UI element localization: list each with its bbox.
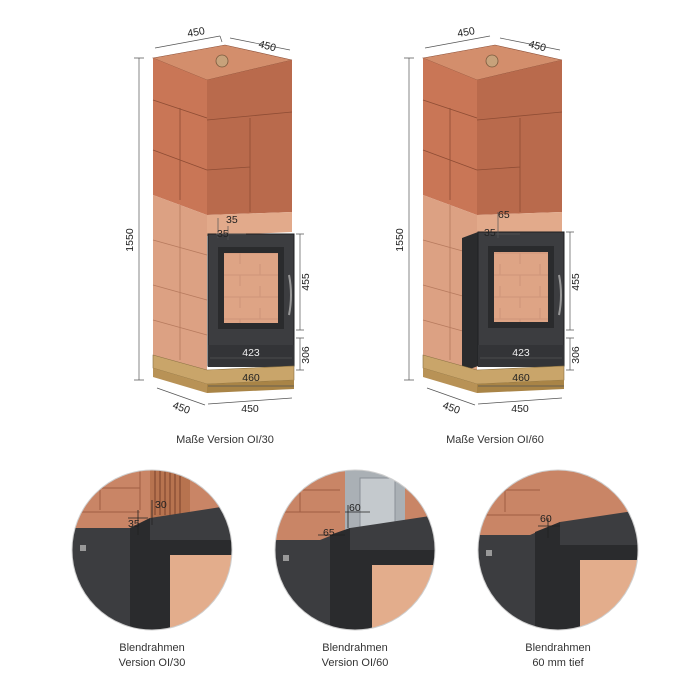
door-handle [288, 274, 292, 316]
detail-caption-60mm-line2: 60 mm tief [532, 657, 584, 669]
detail-60mm-dim-a: 60 [540, 513, 552, 525]
dim-door-width-2: 460 [512, 372, 530, 384]
stove-front-face-upper [207, 60, 292, 215]
detail-caption-60mm: Blendrahmen 60 mm tief [498, 641, 618, 671]
dim-top-width-1: 450 [186, 25, 205, 40]
stove-oi60-drawing [421, 44, 565, 393]
dim-base-width-1: 450 [241, 403, 259, 415]
flue-connector-icon [215, 54, 229, 68]
stove-oi30-drawing [151, 44, 295, 393]
dim-top-depth-2: 450 [527, 38, 547, 54]
dim-bottom-height-1: 306 [300, 346, 312, 364]
detail-60mm [478, 470, 638, 630]
dim-door-height-1: 455 [300, 273, 312, 291]
dim-frame-top-2: 65 [498, 209, 510, 221]
dim-top-depth-1: 450 [257, 38, 277, 54]
dim-height-2: 1550 [394, 228, 406, 252]
detail-caption-60mm-line1: Blendrahmen [525, 642, 591, 654]
ash-drawer [478, 345, 564, 367]
dim-door-height-2: 455 [570, 273, 582, 291]
stove-front-face-upper [477, 60, 562, 215]
dim-bottom-height-2: 306 [570, 346, 582, 364]
detail-oi60-dim-a: 65 [323, 527, 335, 539]
dim-frame-top-1: 35 [226, 214, 238, 226]
detail-oi30-dim-b: 30 [155, 499, 167, 511]
detail-caption-oi60: Blendrahmen Version OI/60 [295, 641, 415, 671]
detail-caption-oi30-line1: Blendrahmen [119, 642, 185, 654]
ash-drawer [208, 345, 294, 367]
caption-version-oi60: Maße Version OI/60 [446, 434, 544, 446]
detail-oi30-dim-a: 35 [128, 518, 140, 530]
flue-connector-icon [485, 54, 499, 68]
dim-inner-width-2: 423 [512, 347, 530, 359]
dim-inner-width-1: 423 [242, 347, 260, 359]
dim-height-1: 1550 [124, 228, 136, 252]
detail-caption-oi60-line2: Version OI/60 [321, 657, 389, 669]
dim-frame-side-2: 35 [484, 227, 496, 239]
dim-base-width-2: 450 [511, 403, 529, 415]
detail-caption-oi30-line2: Version OI/30 [118, 657, 186, 669]
caption-version-oi30: Maße Version OI/30 [176, 434, 274, 446]
detail-oi60-dim-b: 60 [349, 502, 361, 514]
dim-frame-side-1: 35 [217, 228, 229, 240]
dim-base-depth-1: 450 [171, 400, 192, 417]
detail-caption-oi30: Blendrahmen Version OI/30 [92, 641, 212, 671]
door-handle [558, 274, 562, 316]
detail-oi60 [275, 470, 435, 630]
dim-base-depth-2: 450 [441, 400, 462, 417]
detail-oi30 [72, 470, 232, 630]
detail-caption-oi60-line1: Blendrahmen [322, 642, 388, 654]
dim-door-width-1: 460 [242, 372, 260, 384]
dim-top-width-2: 450 [456, 25, 475, 40]
